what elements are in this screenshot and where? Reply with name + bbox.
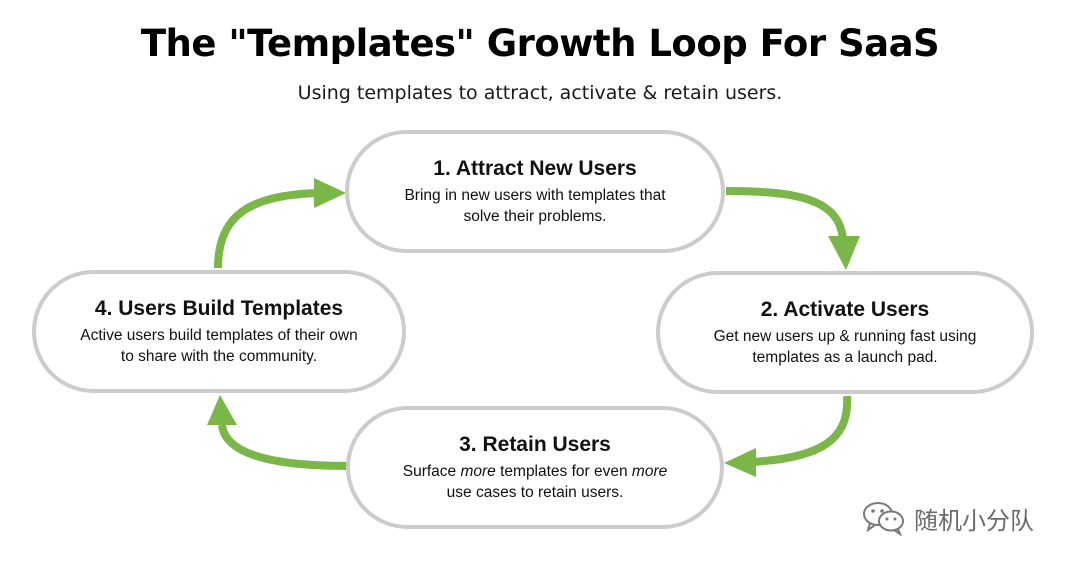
- diagram-subtitle: Using templates to attract, activate & r…: [297, 82, 783, 104]
- watermark: 随机小分队: [862, 500, 1034, 536]
- step-desc-line: to share with the community.: [120, 347, 318, 365]
- step-desc-line: Active users build templates of their ow…: [80, 326, 358, 344]
- arrowhead-4-to-1: [314, 178, 346, 208]
- step-desc-line: solve their problems.: [463, 207, 607, 225]
- arrowhead-2-to-3: [724, 448, 756, 477]
- step-desc-line: Get new users up & running fast using: [713, 327, 977, 345]
- step-title: 2. Activate Users: [760, 297, 930, 321]
- step-description: Get new users up & running fast using te…: [714, 326, 977, 368]
- watermark-text: 随机小分队: [914, 506, 1034, 535]
- step-title: 3. Retain Users: [459, 432, 611, 456]
- arrow-2-to-3: [751, 395, 852, 466]
- step-desc-text: Surface: [402, 462, 461, 480]
- wechat-icon: [863, 502, 904, 536]
- step-description: Surface more templates for even more use…: [403, 461, 668, 503]
- step-description: Bring in new users with templates that s…: [404, 185, 665, 227]
- step-desc-text: templates for even: [495, 462, 632, 480]
- step-title: 1. Attract New Users: [433, 156, 637, 180]
- diagram-title: The "Templates" Growth Loop For SaaS: [140, 22, 940, 65]
- arrow-4-to-1: [214, 189, 319, 269]
- arrow-1-to-2: [725, 187, 847, 241]
- arrowhead-3-to-4: [207, 395, 237, 425]
- step-description: Active users build templates of their ow…: [80, 325, 357, 367]
- step-desc-line: Surface more templates for even more: [403, 461, 668, 482]
- step-desc-line: templates as a launch pad.: [752, 348, 938, 366]
- step-title: 4. Users Build Templates: [94, 296, 344, 320]
- step-retain-users: 3. Retain Users Surface more templates f…: [346, 406, 724, 529]
- step-desc-emphasis: more: [460, 462, 496, 480]
- step-users-build-templates: 4. Users Build Templates Active users bu…: [32, 270, 406, 393]
- step-desc-line: Bring in new users with templates that: [404, 186, 666, 204]
- arrow-3-to-4: [218, 424, 349, 470]
- step-activate-users: 2. Activate Users Get new users up & run…: [656, 271, 1034, 394]
- step-attract-new-users: 1. Attract New Users Bring in new users …: [345, 130, 725, 253]
- step-desc-emphasis: more: [631, 462, 668, 480]
- arrowhead-1-to-2: [828, 236, 860, 270]
- step-desc-line: use cases to retain users.: [446, 483, 624, 501]
